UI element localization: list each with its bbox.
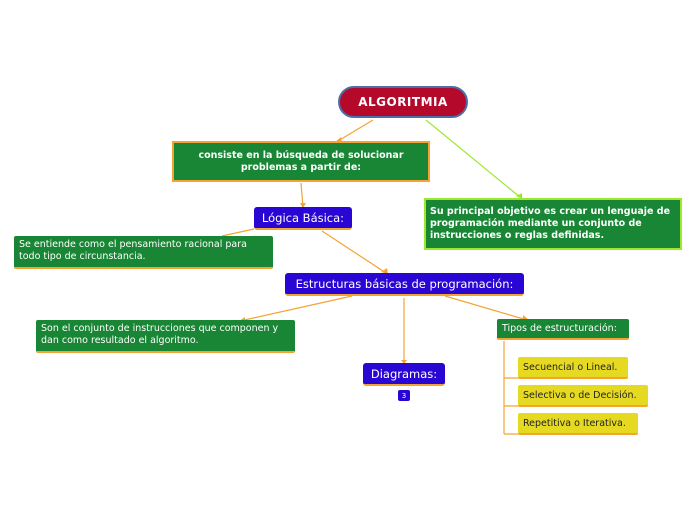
connector-root-consiste (337, 119, 374, 142)
connector-tipos-items (503, 341, 518, 435)
node-logica-basica[interactable]: Lógica Básica: (254, 207, 352, 230)
node-logica-label: Lógica Básica: (261, 210, 345, 225)
node-secuencial[interactable]: Secuencial o Lineal. (518, 357, 628, 379)
arrowhead-diagramas (401, 360, 407, 364)
node-diagramas-label: Diagramas: (370, 366, 438, 381)
connector-logica-estructuras (321, 230, 387, 274)
connector-root-objetivo (425, 119, 522, 199)
node-consiste[interactable]: consiste en la búsqueda de solucionar pr… (172, 141, 430, 182)
node-entiende-text: Se entiende como el pensamiento racional… (19, 239, 247, 262)
connector-estructuras-tipos (444, 295, 528, 321)
node-tipos-label: Tipos de estructuración: (502, 322, 617, 334)
connector-logica-entiende (221, 228, 255, 237)
arrowhead-logica (300, 203, 306, 208)
node-estructuras-label: Estructuras básicas de programación: (295, 276, 514, 291)
root-node-algoritmia[interactable]: ALGORITMIA (338, 86, 468, 118)
node-tipos-estructuracion[interactable]: Tipos de estructuración: (497, 319, 629, 340)
node-objetivo-text: Su principal objetivo es crear un lengua… (430, 206, 671, 241)
arrowhead-objetivo (516, 193, 522, 199)
node-diagramas[interactable]: Diagramas: (363, 363, 445, 386)
badge-count: 3 (401, 391, 407, 400)
node-selectiva[interactable]: Selectiva o de Decisión. (518, 385, 648, 407)
arrowhead-estructuras (381, 268, 388, 274)
node-estructuras-basicas[interactable]: Estructuras básicas de programación: (285, 273, 524, 296)
node-repetitiva-label: Repetitiva o Iterativa. (523, 417, 626, 429)
node-conjunto-text: Son el conjunto de instrucciones que com… (41, 323, 279, 346)
node-entiende[interactable]: Se entiende como el pensamiento racional… (14, 236, 273, 269)
node-secuencial-label: Secuencial o Lineal. (523, 361, 618, 373)
node-objetivo[interactable]: Su principal objetivo es crear un lengua… (424, 198, 682, 250)
node-conjunto-instrucciones[interactable]: Son el conjunto de instrucciones que com… (36, 320, 295, 353)
connector-estructuras-conjunto (239, 295, 353, 322)
collapsed-children-badge[interactable]: 3 (398, 390, 410, 401)
root-node-label: ALGORITMIA (358, 95, 448, 109)
node-consiste-text: consiste en la búsqueda de solucionar pr… (198, 149, 404, 173)
node-repetitiva[interactable]: Repetitiva o Iterativa. (518, 413, 638, 435)
node-selectiva-label: Selectiva o de Decisión. (523, 389, 637, 401)
